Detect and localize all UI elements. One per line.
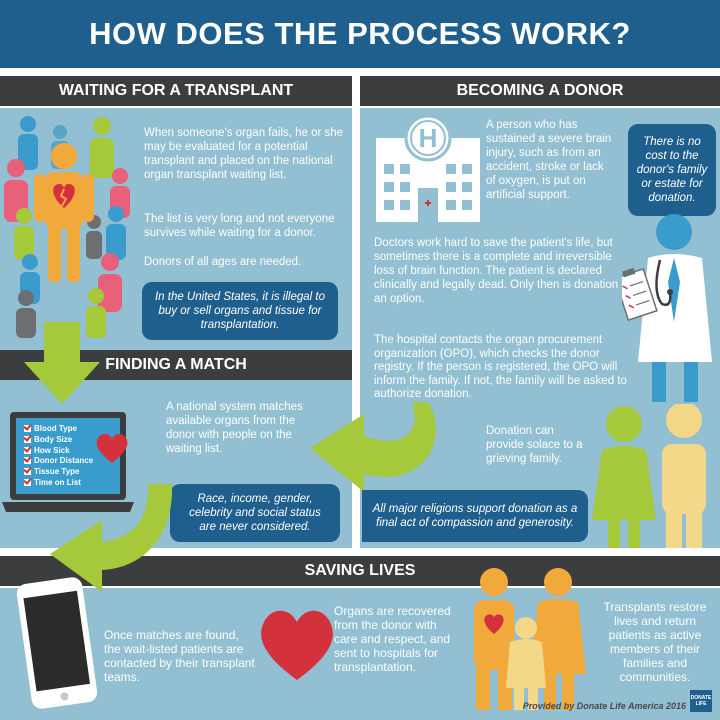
hospital-letter: H [418, 123, 438, 153]
match-text-1: A national system matches available orga… [166, 401, 303, 455]
donor-text-1: A person who has sustained a severe brai… [486, 119, 612, 201]
waiting-text-3: Donors of all ages are needed. [144, 256, 302, 268]
donate-life-logo: DONATE LIFE [690, 690, 712, 712]
saving-panel [0, 588, 720, 720]
checklist-label: How Sick [34, 445, 70, 455]
waiting-legal-callout: In the United States, it is illegal to b… [142, 282, 338, 340]
checklist-item: Donor Distance [24, 456, 94, 467]
checklist-item: Body Size [24, 435, 94, 446]
curved-arrow-icon [310, 402, 437, 492]
page-title: HOW DOES THE PROCESS WORK? [0, 0, 720, 68]
heart-icon [96, 433, 128, 463]
religion-callout: All major religions support donation as … [362, 490, 588, 542]
checklist-item: How Sick [24, 446, 94, 457]
donor-heading: BECOMING A DONOR [360, 76, 720, 106]
saving-text-1: Once matches are found, the wait-listed … [104, 628, 255, 684]
checklist-label: Blood Type [34, 424, 77, 433]
checklist-label: Body Size [34, 434, 73, 444]
checklist-label: Donor Distance [34, 456, 94, 466]
grieving-family-illustration [592, 404, 706, 548]
donor-text-4: Donation can provide solace to a grievin… [486, 425, 583, 465]
waiting-text-2: The list is very long and not everyone s… [144, 213, 335, 239]
checklist-item: Tissue Type [24, 467, 94, 478]
saving-text-2: Organs are recovered from the donor with… [334, 604, 451, 674]
footer-credit: Provided by Donate Life America 2016 [522, 701, 686, 711]
donor-text-3: The hospital contacts the organ procurem… [374, 334, 627, 400]
smartphone-icon [16, 577, 98, 709]
checklist-label: Time on List [34, 477, 81, 487]
arrow-curve-down-icon [50, 484, 173, 592]
saving-text-3: Transplants restore lives and return pat… [603, 600, 707, 684]
checklist-item: Blood Type [24, 424, 94, 435]
large-heart-icon [261, 610, 333, 680]
checklist-label: Tissue Type [34, 467, 80, 477]
family-illustration [474, 568, 586, 710]
doctor-illustration [622, 214, 712, 402]
waiting-heading: WAITING FOR A TRANSPLANT [0, 76, 352, 106]
hospital-building-icon [376, 114, 480, 222]
waiting-text-1: When someone's organ fails, he or she ma… [144, 127, 344, 181]
donor-cost-callout: There is no cost to the donor's family o… [628, 124, 716, 216]
match-callout: Race, income, gender, celebrity and soci… [170, 484, 340, 542]
arrow-down-icon [24, 322, 100, 404]
waiting-crowd-illustration [4, 116, 130, 338]
donor-text-2: Doctors work hard to save the patient's … [374, 237, 619, 305]
match-checklist: Blood Type Body Size How Sick Donor Dist… [24, 424, 94, 489]
checklist-item: Time on List [24, 478, 94, 489]
laptop-icon [2, 412, 134, 512]
